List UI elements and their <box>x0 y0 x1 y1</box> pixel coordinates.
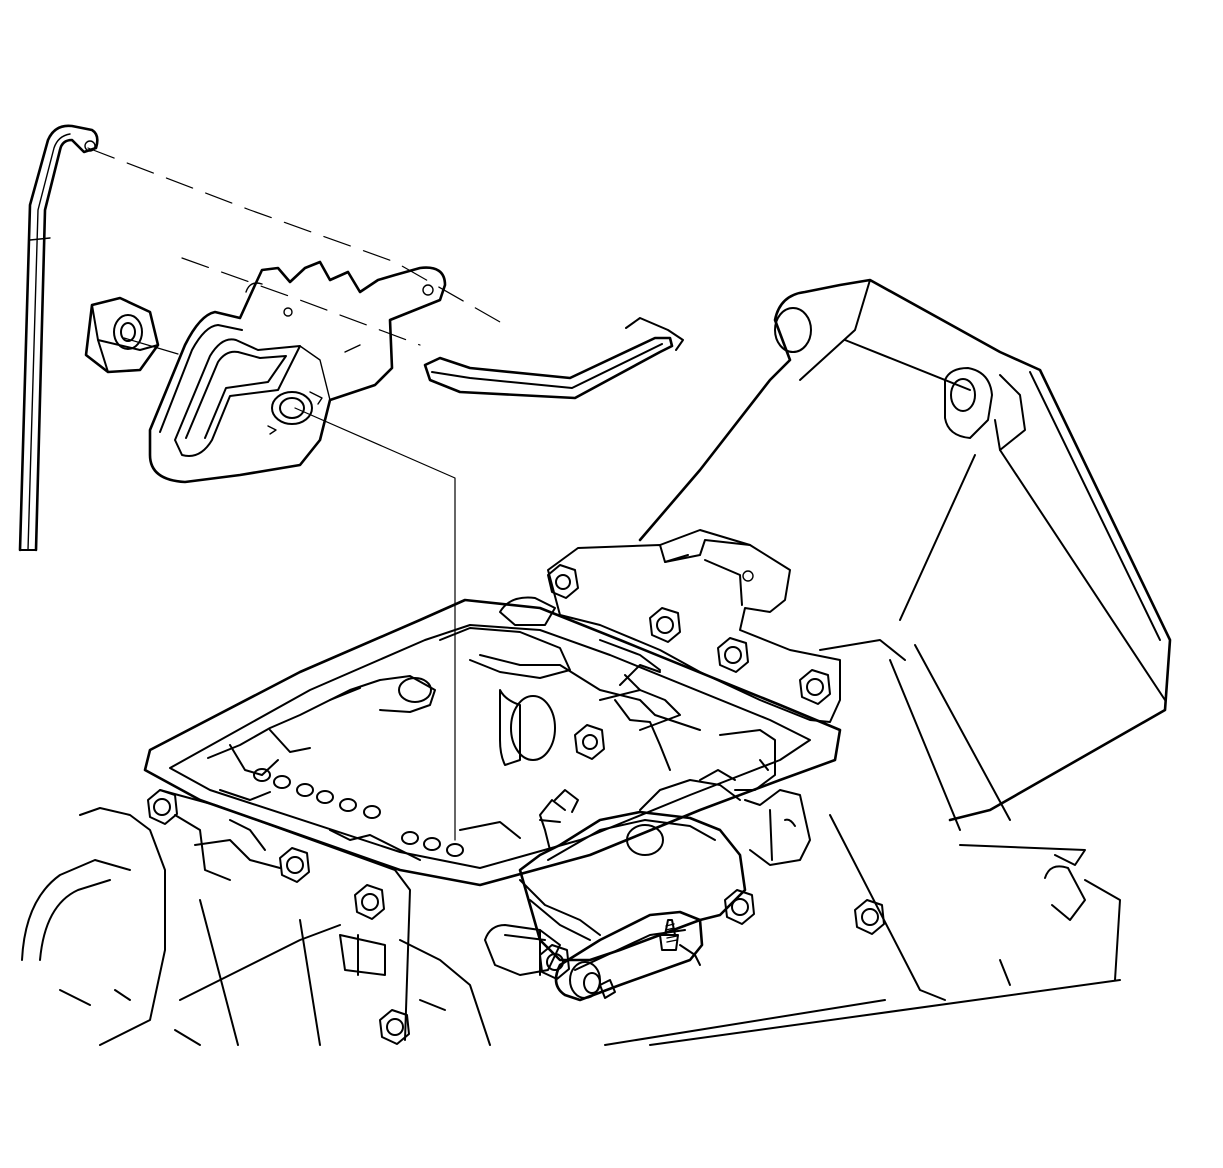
manual-valve-link <box>423 317 684 400</box>
alignment-line-upper <box>87 147 501 323</box>
bolt-head <box>854 899 885 935</box>
alignment-lines <box>87 147 501 841</box>
transmission-case <box>604 278 1172 1046</box>
bolt-head <box>279 847 310 883</box>
bolt-head <box>547 564 579 599</box>
bolt-head <box>724 889 755 925</box>
bolt-head <box>379 1009 410 1045</box>
bolt-head <box>717 637 749 673</box>
detent-lever <box>148 260 447 484</box>
alignment-line-middle <box>181 257 421 346</box>
bolt-head <box>354 884 385 920</box>
bolt-heads <box>147 564 885 1045</box>
bolt-boss-row <box>547 529 841 723</box>
alignment-line-shaft <box>294 407 456 841</box>
bolt-head <box>649 607 681 643</box>
mounting-bracket <box>484 910 704 1002</box>
park-neutral-position-switch <box>518 729 811 962</box>
bolt-head <box>574 724 605 760</box>
bolt-head <box>799 669 831 705</box>
stud <box>659 919 701 966</box>
shift-cable-rod <box>18 124 99 552</box>
gasket-holes <box>253 768 464 857</box>
lower-case-body <box>21 789 491 1046</box>
bolt-head <box>147 789 178 825</box>
retaining-nut <box>84 296 160 374</box>
valve-body-gasket-surface <box>143 596 842 887</box>
